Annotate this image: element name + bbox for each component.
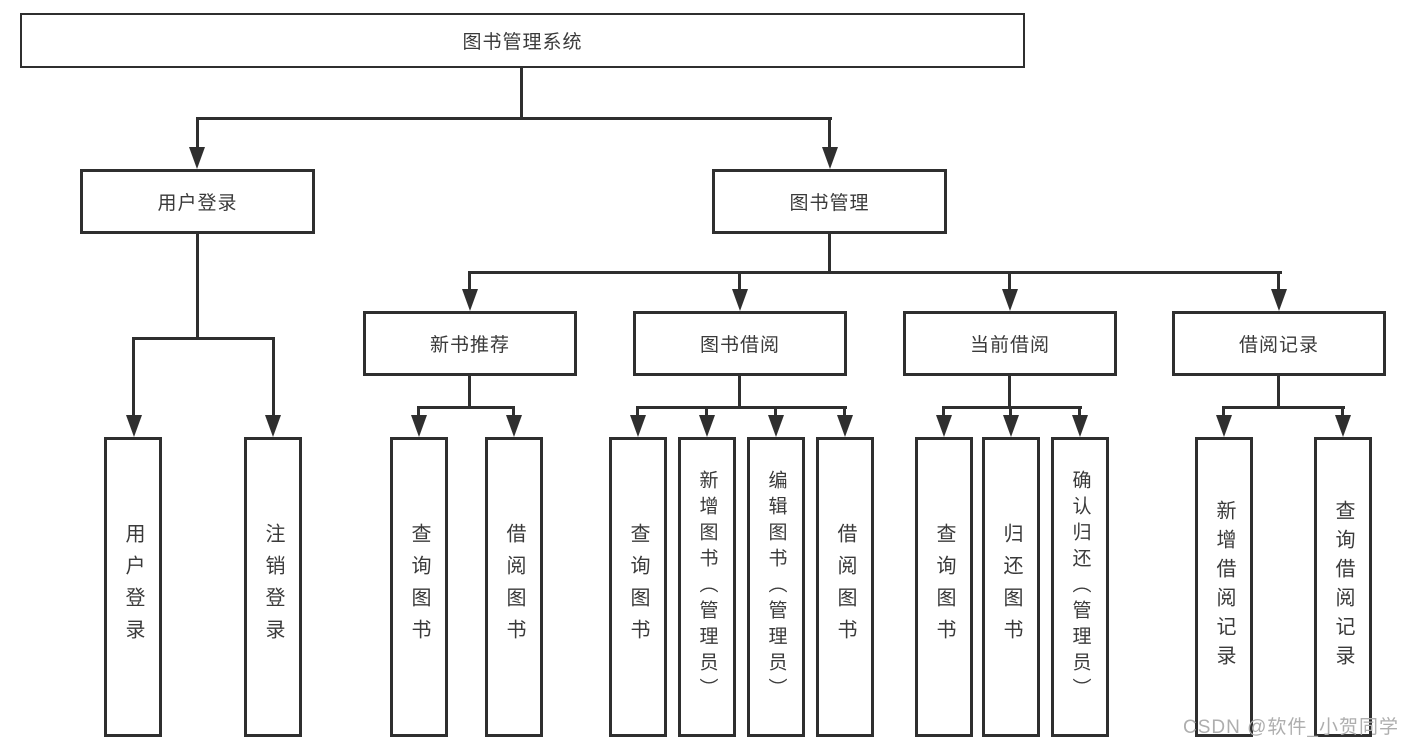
arrow-down-icon bbox=[189, 147, 205, 169]
node-book-management: 图书管理 bbox=[712, 169, 947, 234]
connector-borrowing-stem bbox=[738, 376, 741, 407]
connector-arrow-stem bbox=[942, 406, 945, 415]
connector-arrow-stem bbox=[196, 117, 199, 147]
connector-root-hline bbox=[196, 117, 832, 120]
connector-arrow-stem bbox=[738, 271, 741, 289]
arrow-down-icon bbox=[411, 415, 427, 437]
leaf-user-login: 用户登录 bbox=[104, 437, 162, 737]
connector-root-stem bbox=[520, 68, 523, 118]
connector-arrow-stem bbox=[1222, 406, 1225, 415]
connector-records-stem bbox=[1277, 376, 1280, 407]
leaf-borrow-books-recommend: 借阅图书 bbox=[485, 437, 543, 737]
arrow-down-icon bbox=[1271, 289, 1287, 311]
arrow-down-icon bbox=[768, 415, 784, 437]
connector-arrow-stem bbox=[512, 406, 515, 415]
connector-recommend-hline bbox=[417, 406, 515, 409]
arrow-down-icon bbox=[732, 289, 748, 311]
arrow-down-icon bbox=[1003, 415, 1019, 437]
node-root-library-system: 图书管理系统 bbox=[20, 13, 1025, 68]
arrow-down-icon bbox=[936, 415, 952, 437]
connector-borrowing-hline bbox=[636, 406, 847, 409]
leaf-borrow-books-label: 借阅图书 bbox=[834, 523, 856, 651]
node-new-book-recommend: 新书推荐 bbox=[363, 311, 577, 376]
node-book-borrowing: 图书借阅 bbox=[633, 311, 847, 376]
leaf-edit-books-admin-label: 编辑图书（管理员） bbox=[765, 470, 787, 704]
leaf-query-borrow-record: 查询借阅记录 bbox=[1314, 437, 1372, 737]
leaf-query-borrow-record-label: 查询借阅记录 bbox=[1332, 500, 1354, 674]
connector-arrow-stem bbox=[1341, 406, 1344, 415]
connector-arrow-stem bbox=[1009, 406, 1012, 415]
connector-current-hline bbox=[942, 406, 1082, 409]
arrow-down-icon bbox=[265, 415, 281, 437]
arrow-down-icon bbox=[506, 415, 522, 437]
connector-book-mgmt-stem bbox=[828, 234, 831, 272]
leaf-edit-books-admin: 编辑图书（管理员） bbox=[747, 437, 805, 737]
connector-arrow-stem bbox=[705, 406, 708, 415]
node-root-label: 图书管理系统 bbox=[462, 32, 583, 53]
leaf-query-books-label: 查询图书 bbox=[933, 523, 955, 651]
leaf-query-books-current: 查询图书 bbox=[915, 437, 973, 737]
node-user-login: 用户登录 bbox=[80, 169, 315, 234]
connector-arrow-stem bbox=[843, 406, 846, 415]
connector-arrow-stem bbox=[1078, 406, 1081, 415]
arrow-down-icon bbox=[822, 147, 838, 169]
connector-arrow-stem bbox=[1008, 271, 1011, 289]
connector-arrow-stem bbox=[468, 271, 471, 289]
connector-arrow-stem bbox=[417, 406, 420, 415]
connector-book-mgmt-hline bbox=[468, 271, 1282, 274]
leaf-query-books-borrowing: 查询图书 bbox=[609, 437, 667, 737]
leaf-confirm-return-admin: 确认归还（管理员） bbox=[1051, 437, 1109, 737]
arrow-down-icon bbox=[462, 289, 478, 311]
leaf-logout: 注销登录 bbox=[244, 437, 302, 737]
connector-current-stem bbox=[1008, 376, 1011, 407]
connector-records-hline bbox=[1222, 406, 1345, 409]
leaf-return-books: 归还图书 bbox=[982, 437, 1040, 737]
leaf-borrow-books-borrowing: 借阅图书 bbox=[816, 437, 874, 737]
arrow-down-icon bbox=[1335, 415, 1351, 437]
connector-user-login-hline bbox=[132, 337, 275, 340]
connector-arrow-stem bbox=[774, 406, 777, 415]
leaf-add-books-admin-label: 新增图书（管理员） bbox=[696, 470, 718, 704]
leaf-logout-label: 注销登录 bbox=[262, 523, 284, 651]
arrow-down-icon bbox=[1216, 415, 1232, 437]
leaf-user-login-label: 用户登录 bbox=[122, 523, 144, 651]
node-book-borrowing-label: 图书借阅 bbox=[699, 335, 780, 356]
leaf-add-books-admin: 新增图书（管理员） bbox=[678, 437, 736, 737]
connector-arrow-stem bbox=[828, 117, 831, 147]
arrow-down-icon bbox=[1072, 415, 1088, 437]
arrow-down-icon bbox=[1002, 289, 1018, 311]
arrow-down-icon bbox=[699, 415, 715, 437]
connector-recommend-stem bbox=[468, 376, 471, 407]
leaf-query-books-recommend: 查询图书 bbox=[390, 437, 448, 737]
csdn-watermark: CSDN @软件_小贺同学 bbox=[1183, 717, 1399, 738]
node-borrowing-records-label: 借阅记录 bbox=[1238, 335, 1319, 356]
leaf-query-books-label: 查询图书 bbox=[627, 523, 649, 651]
leaf-return-books-label: 归还图书 bbox=[1000, 523, 1022, 651]
arrow-down-icon bbox=[126, 415, 142, 437]
node-book-management-label: 图书管理 bbox=[789, 193, 870, 214]
node-current-borrowing-label: 当前借阅 bbox=[969, 335, 1050, 356]
node-new-book-recommend-label: 新书推荐 bbox=[429, 335, 510, 356]
arrow-down-icon bbox=[630, 415, 646, 437]
connector-arrow-stem bbox=[132, 337, 135, 415]
arrow-down-icon bbox=[837, 415, 853, 437]
leaf-query-books-label: 查询图书 bbox=[408, 523, 430, 651]
leaf-confirm-return-admin-label: 确认归还（管理员） bbox=[1069, 470, 1091, 704]
connector-arrow-stem bbox=[636, 406, 639, 415]
leaf-add-borrow-record-label: 新增借阅记录 bbox=[1213, 500, 1235, 674]
connector-user-login-stem bbox=[196, 234, 199, 338]
connector-arrow-stem bbox=[272, 337, 275, 415]
leaf-add-borrow-record: 新增借阅记录 bbox=[1195, 437, 1253, 737]
node-current-borrowing: 当前借阅 bbox=[903, 311, 1117, 376]
leaf-borrow-books-label: 借阅图书 bbox=[503, 523, 525, 651]
node-borrowing-records: 借阅记录 bbox=[1172, 311, 1386, 376]
node-user-login-label: 用户登录 bbox=[157, 193, 238, 214]
connector-arrow-stem bbox=[1277, 271, 1280, 289]
